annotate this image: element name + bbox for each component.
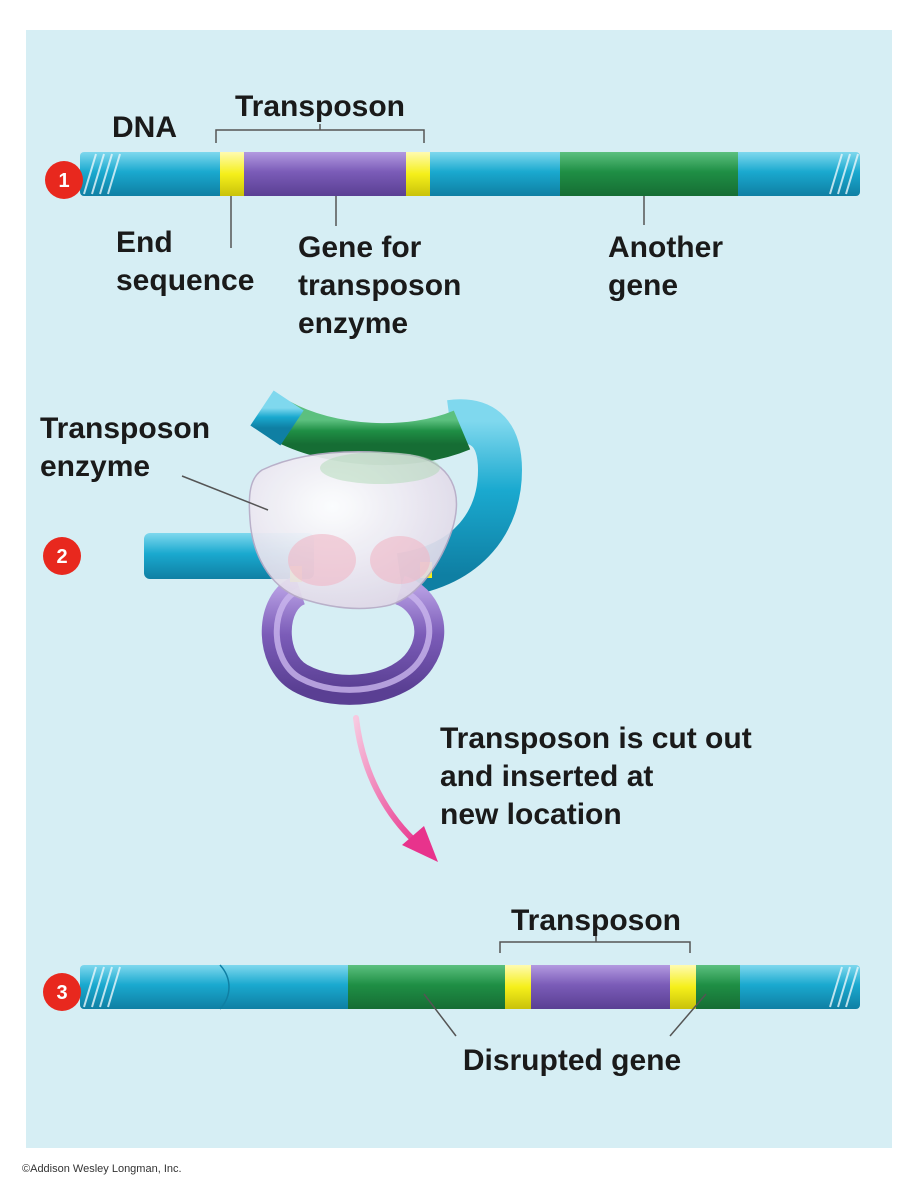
step-2-number: 2 bbox=[56, 546, 67, 568]
transposon-enzyme-shape bbox=[248, 451, 458, 610]
step-3-number: 3 bbox=[56, 982, 67, 1004]
transposon-bracket-bottom bbox=[499, 936, 691, 953]
gene-for-enzyme-label: Gene for transposon enzyme bbox=[298, 231, 470, 340]
end-sequence-label: End sequence bbox=[116, 226, 254, 297]
disrupted-gene-pointer-right bbox=[669, 993, 707, 1037]
step-1-marker bbox=[45, 161, 83, 199]
insertion-arrowhead-icon bbox=[402, 826, 438, 862]
step-1-number: 1 bbox=[58, 170, 69, 192]
transposon-enzyme-label: Transposon enzyme bbox=[40, 412, 218, 483]
transposon-bracket-top bbox=[215, 124, 425, 143]
dna-label: DNA bbox=[112, 111, 177, 144]
background-panel bbox=[26, 30, 892, 1148]
insertion-arrow bbox=[353, 715, 423, 849]
copyright-text: ©Addison Wesley Longman, Inc. bbox=[22, 1163, 182, 1175]
transposon-label-top: Transposon bbox=[235, 90, 405, 123]
step-2-marker bbox=[43, 537, 81, 575]
step-1-strand bbox=[80, 152, 860, 196]
enzyme-pointer bbox=[181, 475, 269, 511]
disrupted-gene-pointer-left bbox=[423, 993, 457, 1037]
step-3-strand bbox=[80, 964, 860, 1010]
transposon-label-bottom: Transposon bbox=[511, 904, 681, 937]
disrupted-gene-label: Disrupted gene bbox=[463, 1044, 681, 1077]
another-gene-label: Another gene bbox=[608, 231, 731, 302]
arrow-caption: Transposon is cut out and inserted at ne… bbox=[440, 722, 760, 831]
step-3-marker bbox=[43, 973, 81, 1011]
